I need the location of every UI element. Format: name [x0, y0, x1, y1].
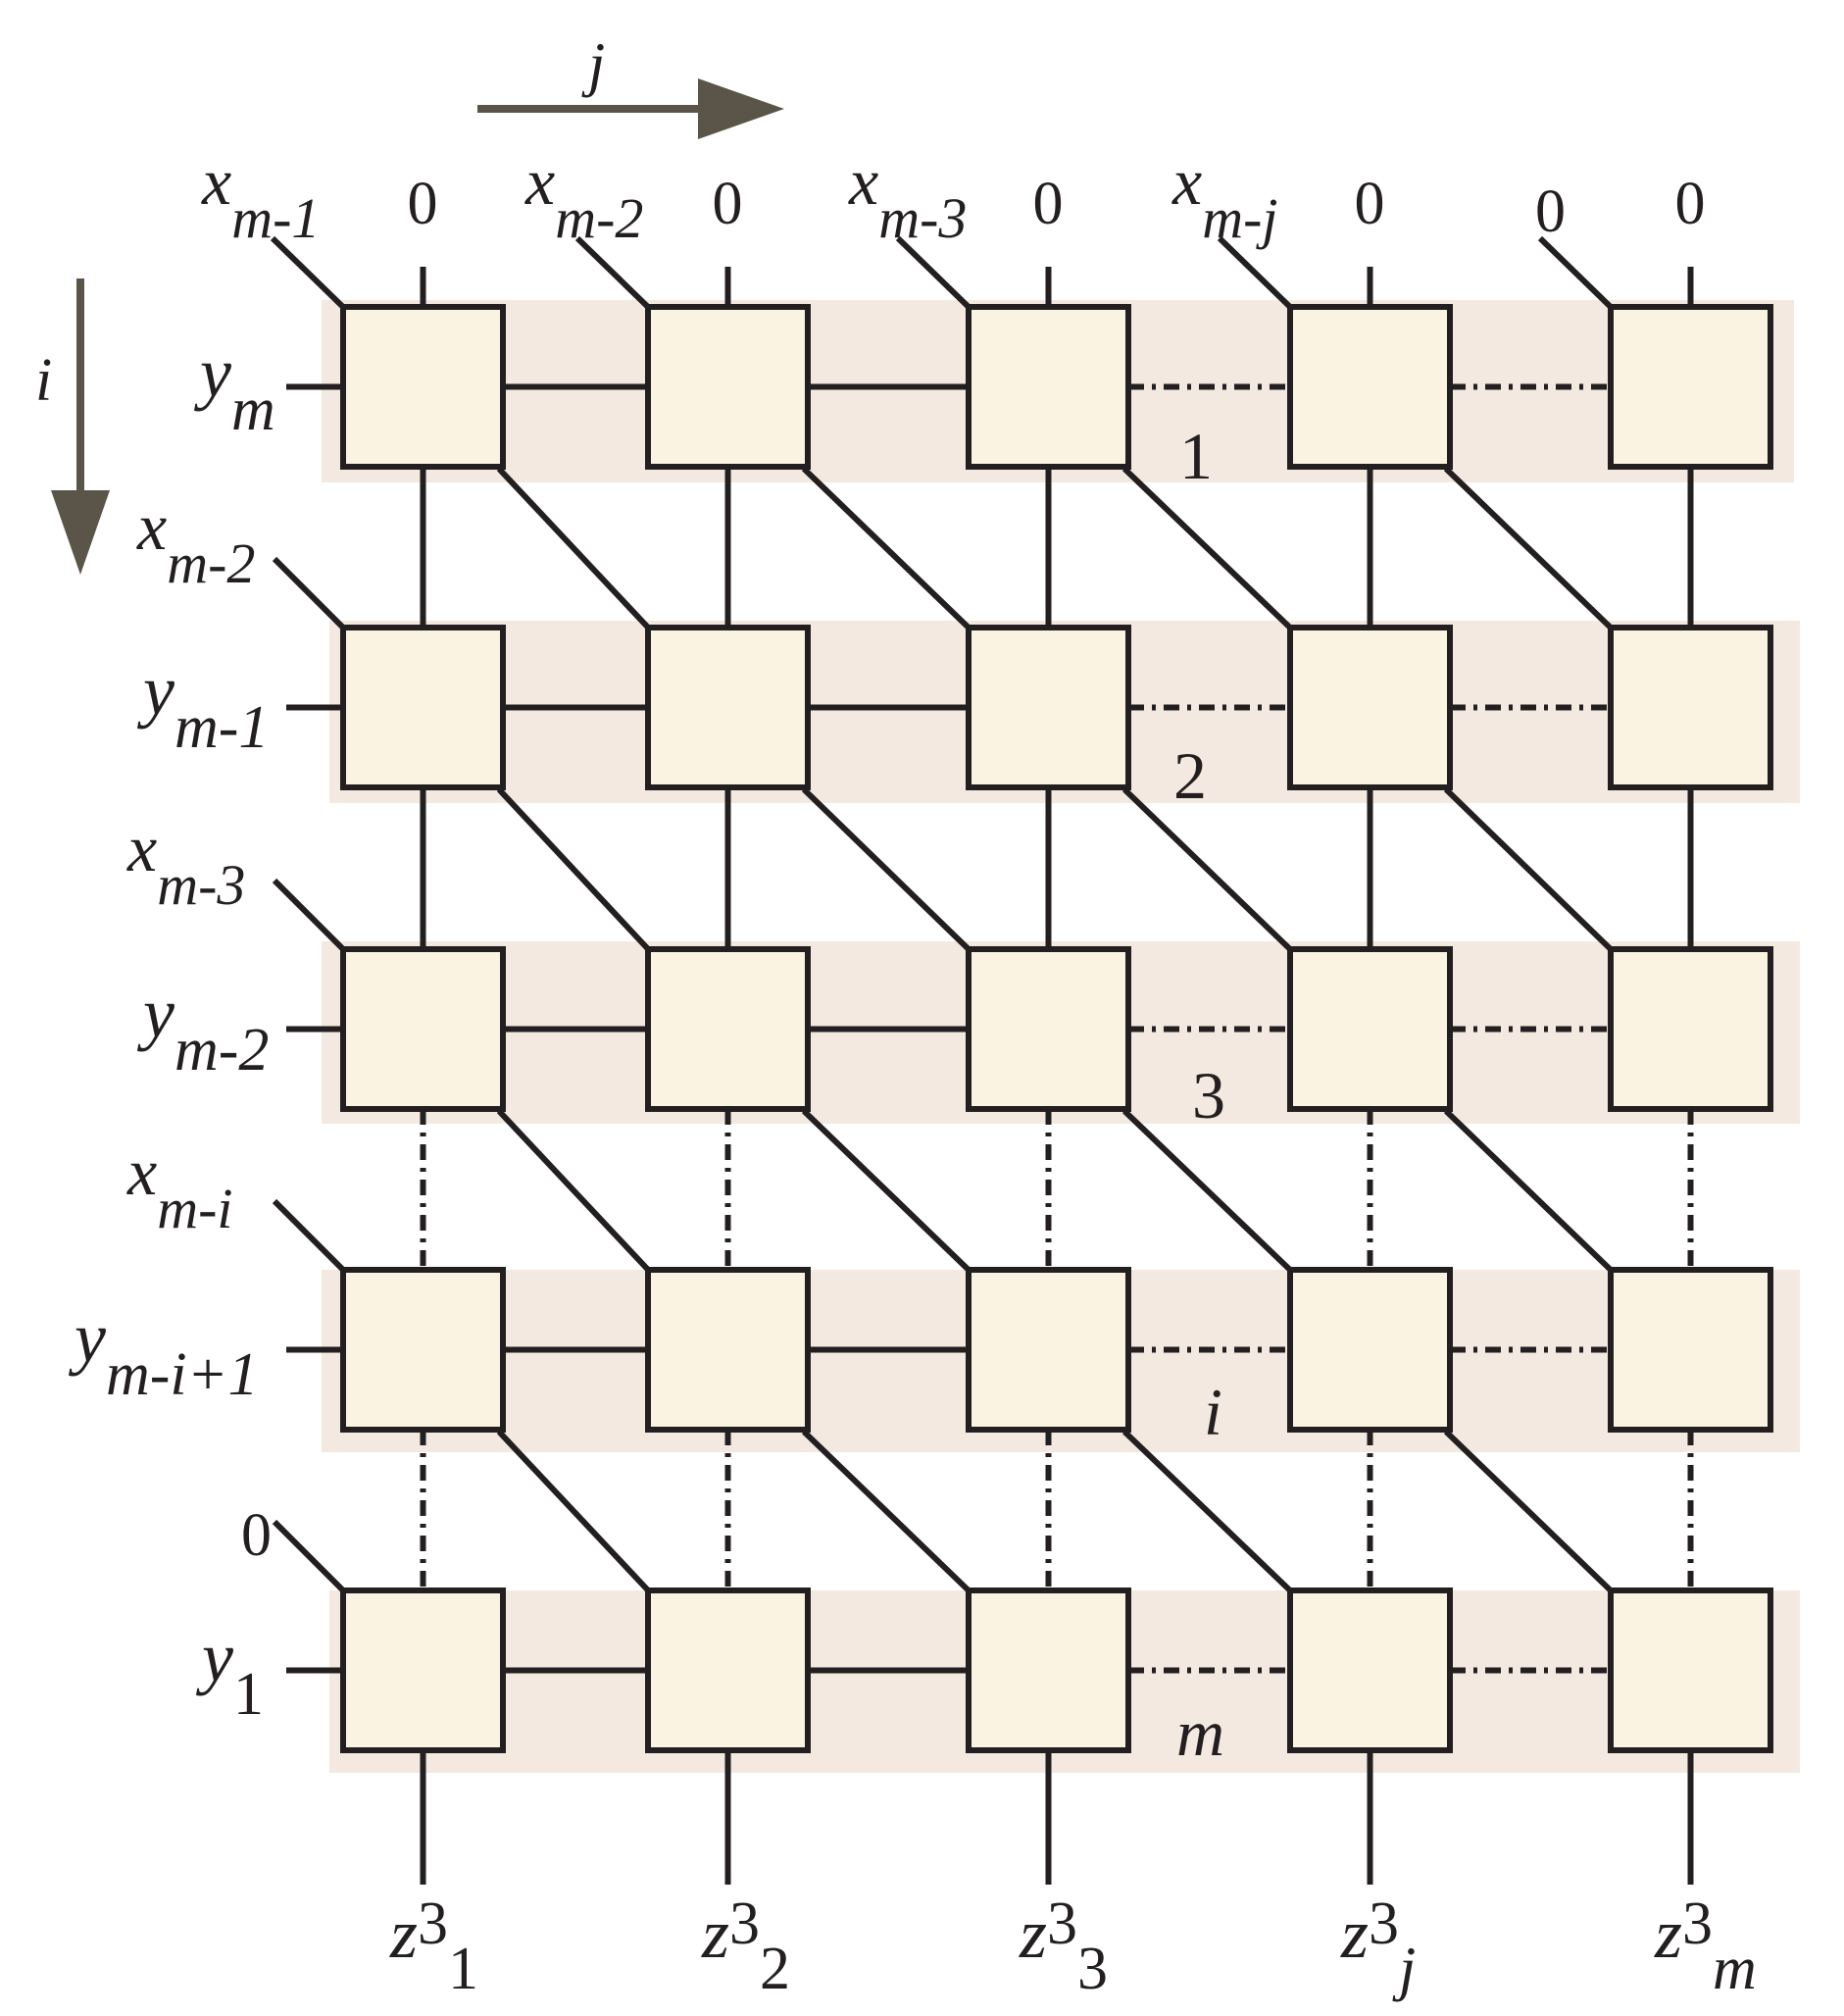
row-number-label: 3	[1192, 1058, 1225, 1133]
processing-cell	[966, 1267, 1131, 1433]
diagonal-wire	[1443, 786, 1616, 954]
diagonal-input-label: xm-2	[524, 144, 643, 250]
vertical-input-label: 0	[1675, 171, 1706, 237]
processing-cell	[645, 304, 811, 470]
processing-cell	[1287, 304, 1453, 470]
processing-cells	[340, 304, 1773, 1753]
diagonal-input-wire	[272, 1519, 348, 1595]
diagonal-wire	[1121, 466, 1295, 632]
processing-cell	[645, 1588, 811, 1753]
vertical-input-label: 0	[713, 171, 743, 237]
diagonal-input-label: xm-3	[848, 144, 967, 250]
processing-cell	[340, 304, 506, 470]
processing-cell	[1608, 946, 1773, 1112]
vertical-input-label: 0	[408, 171, 438, 237]
diagonal-input-wire	[272, 556, 348, 632]
diagonal-input-wire	[574, 235, 653, 312]
diagonal-wire	[1443, 466, 1616, 632]
j-axis-label: j	[581, 31, 605, 98]
diagonal-wire	[1121, 1429, 1295, 1595]
processing-cell	[1287, 625, 1453, 790]
diagonal-input-label: xm-2	[136, 489, 255, 595]
processing-cell	[1608, 1588, 1773, 1753]
diagonal-wire	[496, 1429, 653, 1595]
processing-cell	[966, 946, 1131, 1112]
output-label: z32	[701, 1890, 790, 2002]
row-number-label: 2	[1173, 738, 1207, 813]
row-input-label: ym-i+1	[68, 1298, 258, 1408]
diagonal-wire	[1121, 786, 1295, 954]
processing-cell	[340, 946, 506, 1112]
processing-cell	[645, 1267, 811, 1433]
diagonal-input-wire	[1217, 235, 1295, 312]
processing-cell	[645, 625, 811, 790]
processing-cell	[1287, 1267, 1453, 1433]
diagonal-wire	[496, 786, 653, 954]
row-input-label: ym-2	[136, 974, 269, 1084]
processing-cell	[966, 1588, 1131, 1753]
processing-cell	[340, 1267, 506, 1433]
diagonal-input-wire	[895, 235, 973, 312]
vertical-input-label: 0	[1033, 171, 1064, 237]
processing-cell	[1287, 1588, 1453, 1753]
diagonal-input-wire	[270, 235, 348, 312]
diagonal-wire	[801, 1108, 973, 1275]
diagonal-input-zero-label: 0	[1535, 178, 1566, 245]
diagonal-input-label: xm-3	[126, 811, 245, 917]
processing-cell	[1608, 625, 1773, 790]
output-label: z3m	[1654, 1890, 1757, 2002]
labels: xm-1 xm-2 xm-3 xm-j 0 0 0 0 0 0 xm-2 xm-3 xm-i 0 ym ym-…	[68, 144, 1757, 2002]
diagonal-input-wire	[272, 878, 348, 954]
row-number-label: m	[1176, 1695, 1224, 1770]
processing-cell	[1608, 1267, 1773, 1433]
diagonal-wire	[496, 1108, 653, 1275]
diagonal-wire	[1443, 1108, 1616, 1275]
diagonal-input-wire	[1537, 235, 1616, 312]
diagonal-input-label: xm-1	[201, 144, 320, 250]
vertical-input-label: 0	[1355, 171, 1385, 237]
output-label: z33	[1019, 1890, 1108, 2002]
row-input-label: y1	[195, 1618, 264, 1728]
row-input-label: ym-1	[136, 651, 269, 761]
output-label: z31	[389, 1890, 478, 2002]
diagonal-input-wire	[272, 1198, 348, 1275]
diagonal-input-zero-label: 0	[241, 1502, 272, 1569]
processing-cell	[966, 625, 1131, 790]
processing-cell	[340, 1588, 506, 1753]
j-arrow-head	[698, 78, 784, 139]
row-number-label: i	[1204, 1375, 1222, 1449]
processing-cell	[1608, 304, 1773, 470]
output-label: z3j	[1340, 1890, 1416, 2002]
processing-cell	[645, 946, 811, 1112]
processing-cell	[1287, 946, 1453, 1112]
diagonal-wire	[1121, 1108, 1295, 1275]
diagonal-input-label: xm-j	[1171, 144, 1278, 250]
diagonal-wire	[801, 466, 973, 632]
diagonal-input-label: xm-i	[126, 1134, 233, 1240]
i-axis-label: i	[35, 347, 52, 414]
diagonal-wire	[496, 466, 653, 632]
diagonal-wire	[801, 1429, 973, 1595]
wires	[270, 235, 1694, 1885]
diagonal-wire	[801, 786, 973, 954]
row-number-label: 1	[1179, 419, 1213, 493]
i-arrow-head	[51, 490, 110, 575]
diagonal-wire	[1443, 1429, 1616, 1595]
row-input-label: ym	[193, 333, 275, 443]
processing-cell	[340, 625, 506, 790]
processing-cell	[966, 304, 1131, 470]
